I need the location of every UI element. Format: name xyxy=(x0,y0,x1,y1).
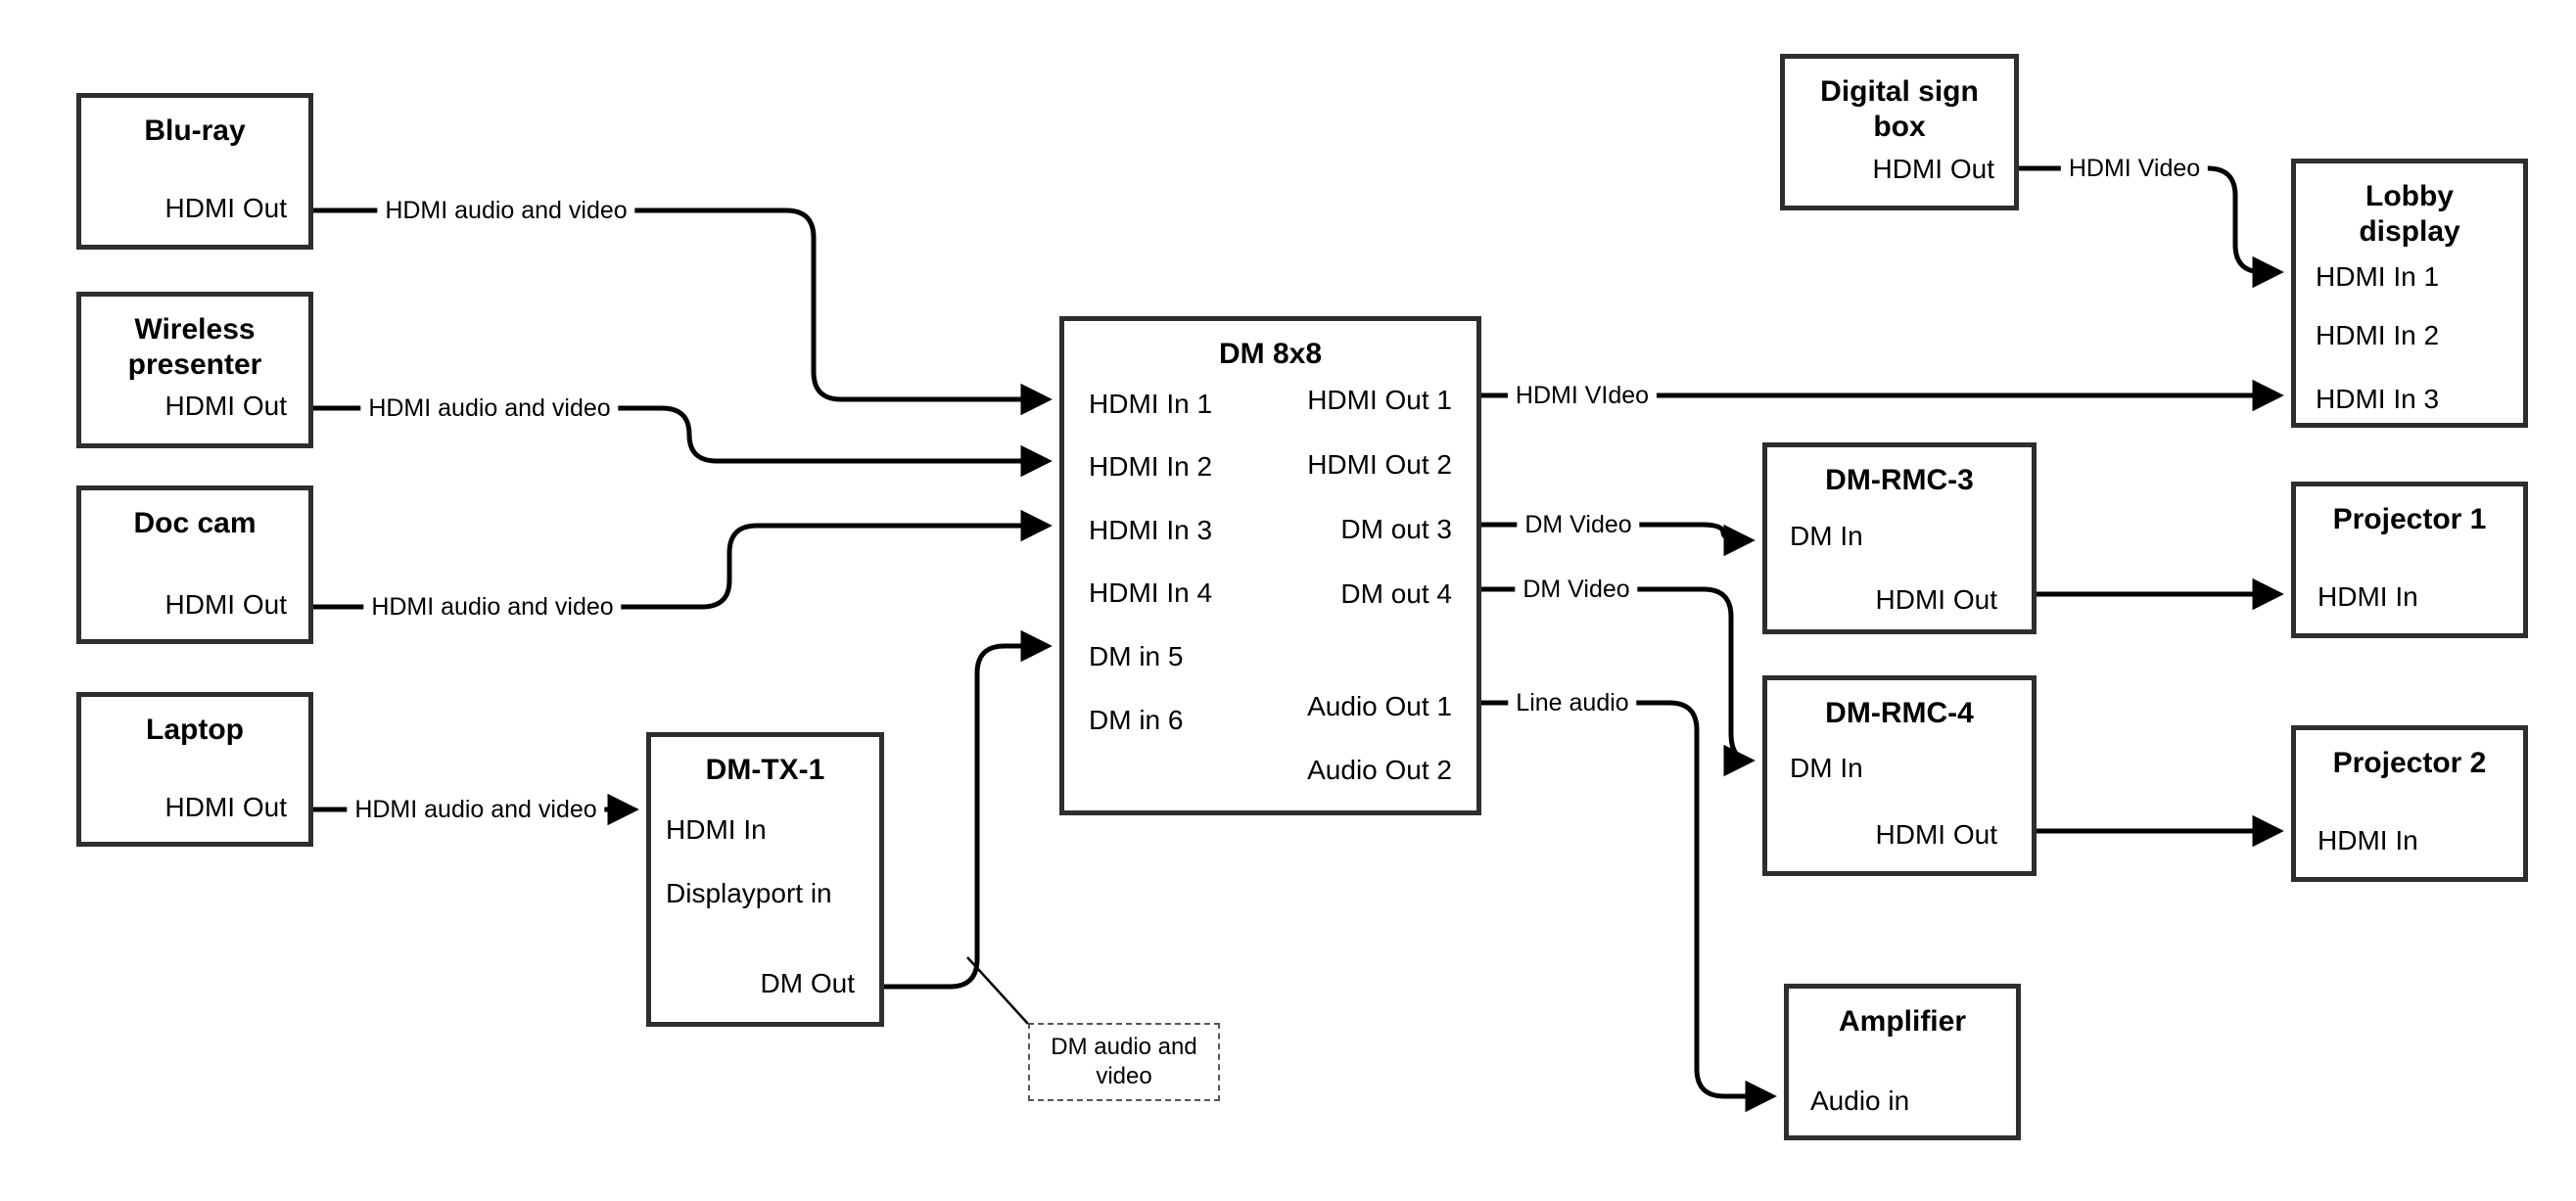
port-hdmi-in-2: HDMI In 2 xyxy=(1089,451,1213,482)
node-title: Doc cam xyxy=(133,507,257,539)
port-dm-in-6: DM in 6 xyxy=(1089,705,1184,735)
port-hdmi-out: HDMI Out xyxy=(164,193,287,223)
port-audio-in: Audio in xyxy=(1810,1086,1910,1116)
port-hdmi-out: HDMI Out xyxy=(164,792,287,822)
node-dm-rmc-4: DM-RMC-4 DM In HDMI Out xyxy=(1762,675,2037,876)
port-hdmi-in-2: HDMI In 2 xyxy=(2316,320,2440,350)
port-dm-in-5: DM in 5 xyxy=(1089,641,1184,671)
node-title: Projector 1 xyxy=(2332,503,2487,535)
port-displayport-in: Displayport in xyxy=(666,878,832,908)
node-digital-sign-box: Digital sign box HDMI Out xyxy=(1780,54,2019,210)
node-title: DM-RMC-3 xyxy=(1825,464,1974,496)
wire-doccam-to-dm8x8-in3 xyxy=(313,509,1053,610)
node-title: DM 8x8 xyxy=(1218,338,1323,370)
wire-label-line-audio: Line audio xyxy=(1508,689,1637,716)
port-dm-out: DM Out xyxy=(760,968,855,998)
node-dm-rmc-3: DM-RMC-3 DM In HDMI Out xyxy=(1762,442,2037,634)
port-hdmi-in-3: HDMI In 3 xyxy=(1089,515,1213,545)
wire-label-dm-video-out3: DM Video xyxy=(1517,511,1640,538)
port-hdmi-out: HDMI Out xyxy=(1872,154,1994,184)
wire-dm8x8-out3-to-rmc3 xyxy=(1481,522,1756,557)
port-hdmi-in-4: HDMI In 4 xyxy=(1089,577,1213,608)
port-hdmi-out: HDMI Out xyxy=(1875,819,1997,850)
note-dm-audio-and-video: DM audio and video xyxy=(1028,1023,1220,1101)
node-doc-cam: Doc cam HDMI Out xyxy=(76,485,313,644)
node-projector-1: Projector 1 HDMI In xyxy=(2291,482,2528,638)
node-lobby-display: Lobby display HDMI In 1 HDMI In 2 HDMI I… xyxy=(2291,159,2528,428)
wire-dmtx1-to-dm8x8-in5 xyxy=(884,629,1053,990)
node-wireless-presenter: Wireless presenter HDMI Out xyxy=(76,292,313,448)
port-hdmi-out: HDMI Out xyxy=(164,589,287,620)
wire-wireless-to-dm8x8-in2 xyxy=(313,405,1053,478)
port-dm-out-3: DM out 3 xyxy=(1340,514,1452,544)
node-dm-tx-1: DM-TX-1 HDMI In Displayport in DM Out xyxy=(646,732,884,1027)
wire-label-hdmi-video-out1: HDMI VIdeo xyxy=(1507,382,1658,409)
node-title: DM-TX-1 xyxy=(705,754,825,786)
wire-label-hdmi-audio-video-laptop: HDMI audio and video xyxy=(347,796,605,823)
port-hdmi-out: HDMI Out xyxy=(164,391,287,421)
note-leader-line xyxy=(966,956,1029,1025)
node-title: Blu-ray xyxy=(144,115,246,147)
wire-label-hdmi-audio-video-doccam: HDMI audio and video xyxy=(363,593,622,621)
port-hdmi-out: HDMI Out xyxy=(1875,584,1997,615)
port-hdmi-in: HDMI In xyxy=(666,814,767,845)
port-dm-in: DM In xyxy=(1790,753,1863,783)
wire-dm8x8-out4-to-rmc4 xyxy=(1481,586,1756,777)
node-title: Wireless presenter xyxy=(127,313,262,381)
port-hdmi-out-1: HDMI Out 1 xyxy=(1307,385,1452,415)
port-hdmi-out-2: HDMI Out 2 xyxy=(1307,449,1452,480)
port-dm-out-4: DM out 4 xyxy=(1340,578,1452,609)
port-audio-out-1: Audio Out 1 xyxy=(1307,691,1452,721)
wire-label-hdmi-audio-video-bluray: HDMI audio and video xyxy=(377,197,635,224)
note-text: DM audio and video xyxy=(1051,1034,1197,1089)
node-blu-ray: Blu-ray HDMI Out xyxy=(76,93,313,250)
port-hdmi-in-1: HDMI In 1 xyxy=(2316,261,2440,292)
port-hdmi-in-3: HDMI In 3 xyxy=(2316,384,2440,414)
wire-label-hdmi-audio-video-wireless: HDMI audio and video xyxy=(360,394,619,422)
node-title: Lobby display xyxy=(2359,180,2460,248)
node-title: Amplifier xyxy=(1838,1005,1967,1038)
wire-dm8x8-audio1-to-amplifier xyxy=(1481,700,1777,1113)
node-dm-8x8: DM 8x8 HDMI In 1 HDMI In 2 HDMI In 3 HDM… xyxy=(1059,316,1481,815)
node-title: Digital sign box xyxy=(1820,75,1979,143)
wire-label-dm-video-out4: DM Video xyxy=(1515,576,1638,603)
node-laptop: Laptop HDMI Out xyxy=(76,692,313,847)
node-amplifier: Amplifier Audio in xyxy=(1784,984,2021,1140)
node-projector-2: Projector 2 HDMI In xyxy=(2291,725,2528,882)
wire-label-sign-hdmi-video: HDMI Video xyxy=(2060,155,2209,182)
node-title: Laptop xyxy=(146,714,244,746)
port-hdmi-in-1: HDMI In 1 xyxy=(1089,389,1213,419)
wire-bluray-to-dm8x8-in1 xyxy=(313,208,1053,416)
port-audio-out-2: Audio Out 2 xyxy=(1307,755,1452,785)
node-title: Projector 2 xyxy=(2332,747,2487,779)
port-dm-in: DM In xyxy=(1790,521,1863,551)
node-title: DM-RMC-4 xyxy=(1825,697,1974,729)
port-hdmi-in: HDMI In xyxy=(2318,581,2418,612)
wire-sign-to-lobby-in1 xyxy=(2019,165,2284,289)
port-hdmi-in: HDMI In xyxy=(2318,825,2418,855)
